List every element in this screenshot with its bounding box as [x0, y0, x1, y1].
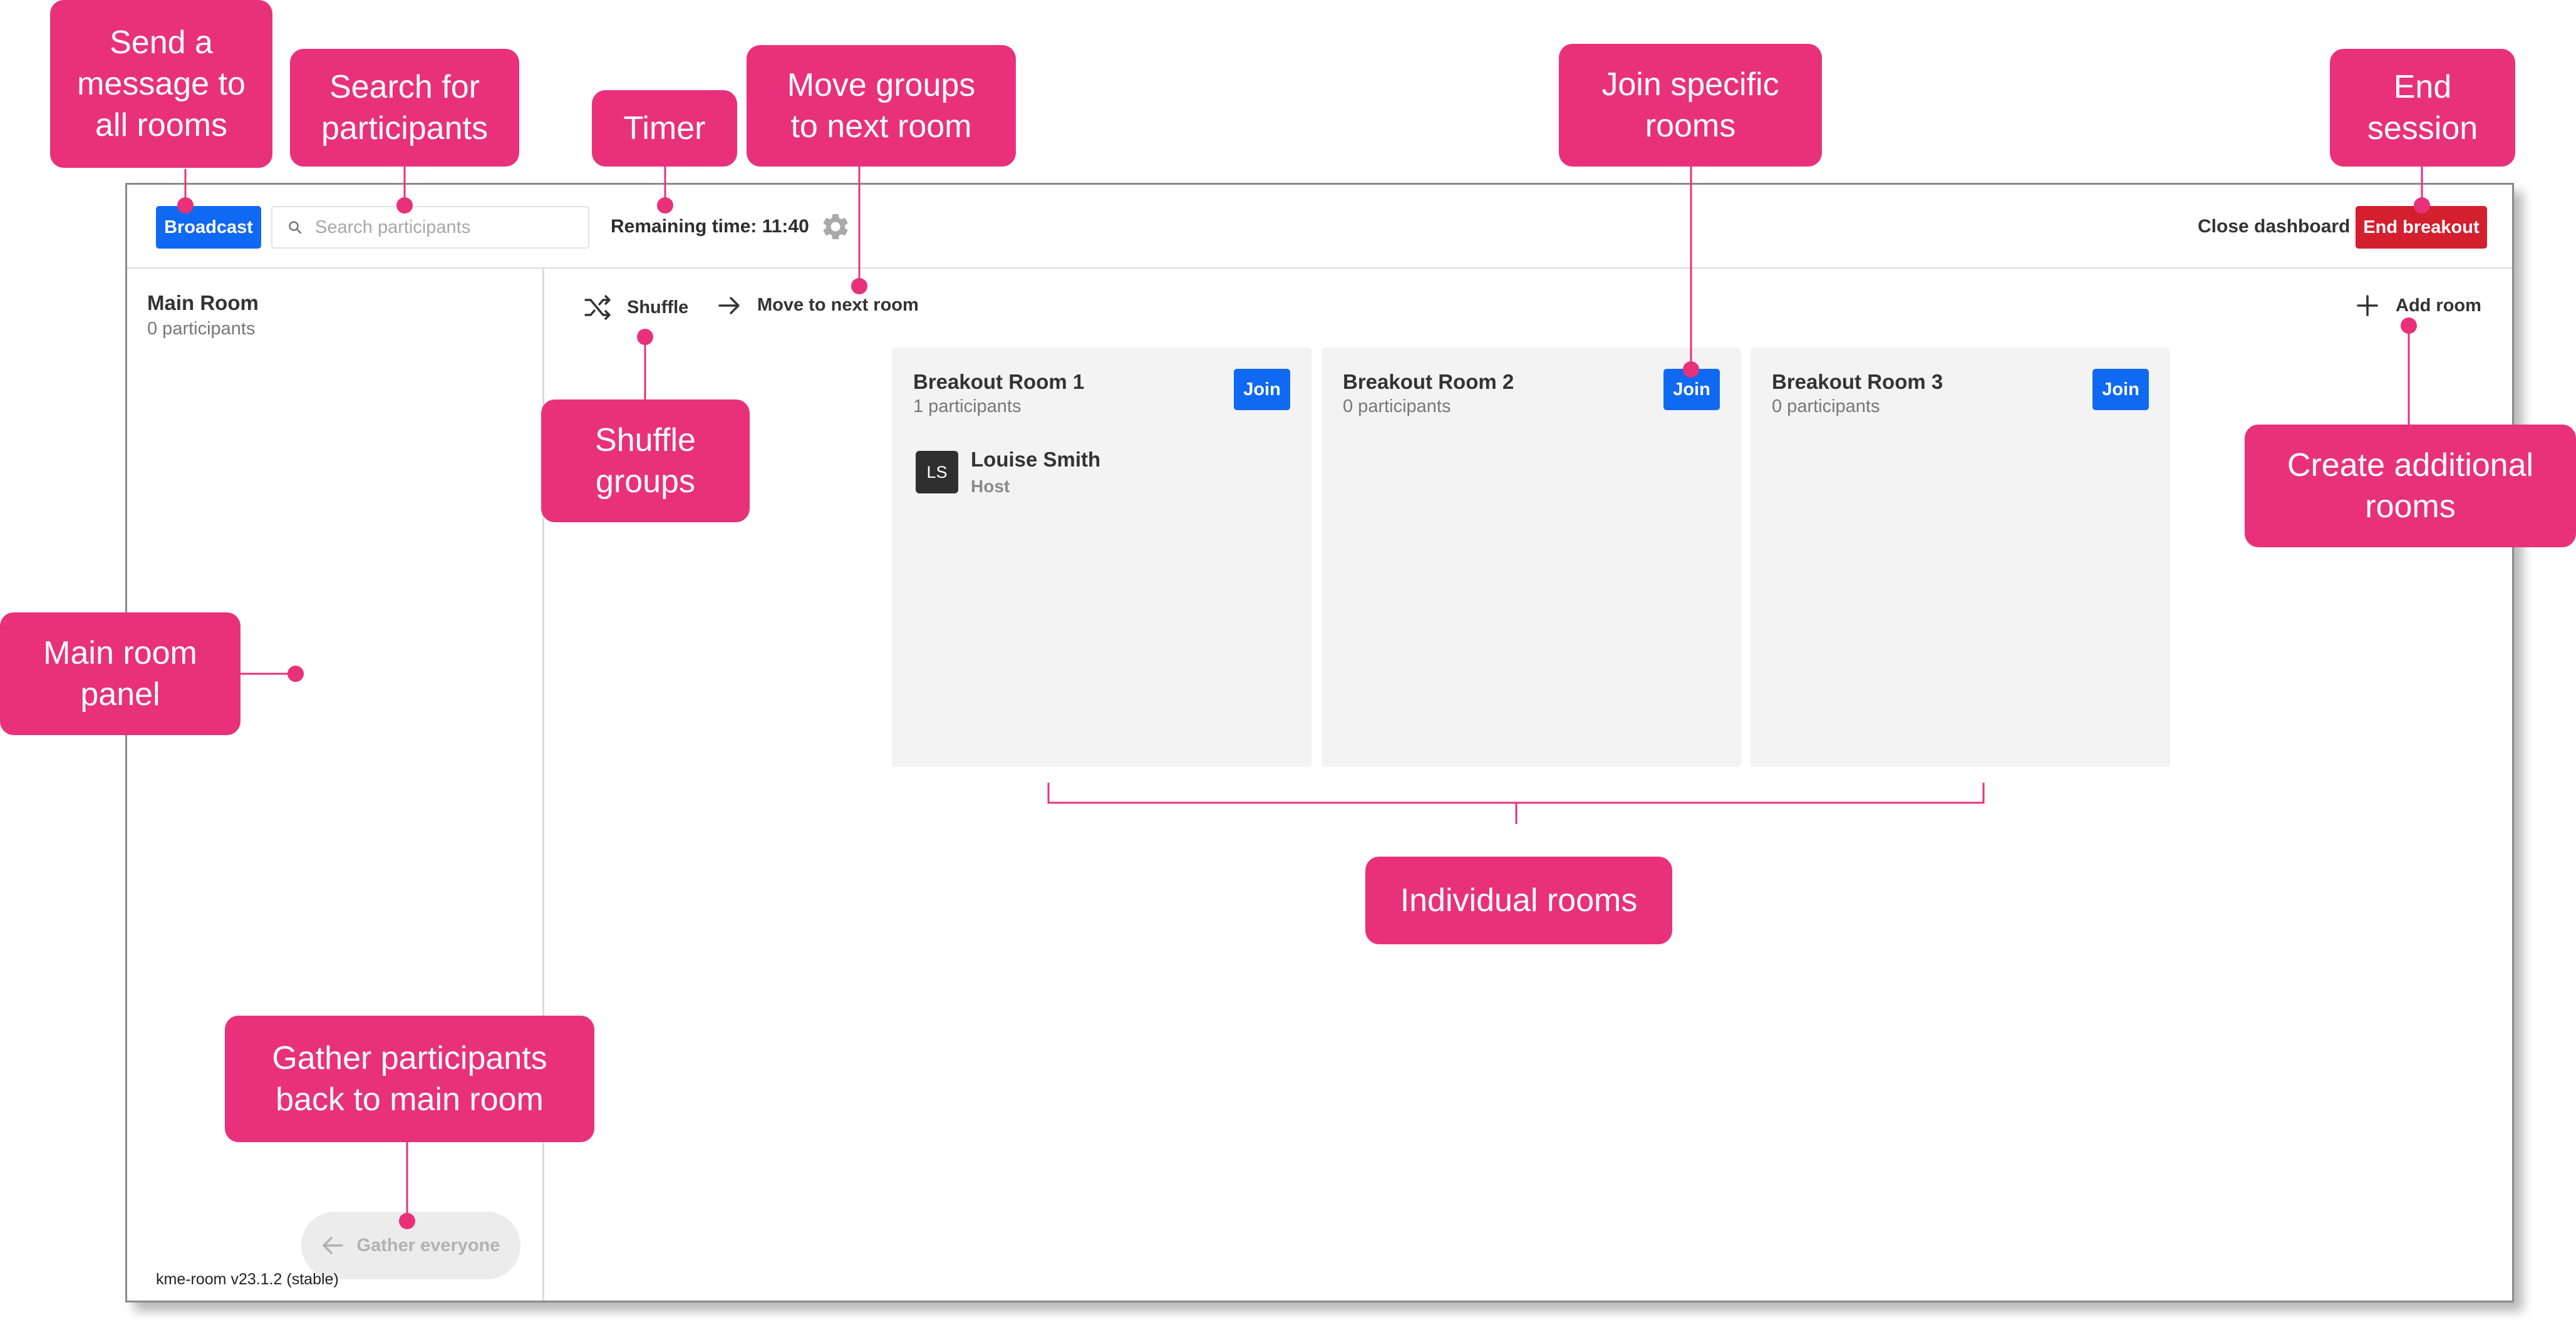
- main-room-title: Main Room: [147, 291, 259, 314]
- search-input[interactable]: [314, 216, 567, 239]
- callout-individual-rooms: Individual rooms: [1365, 857, 1672, 944]
- remaining-time: Remaining time: 11:40: [611, 216, 809, 237]
- callout-move-groups: Move groups to next room: [747, 45, 1016, 167]
- gather-everyone-label: Gather everyone: [356, 1235, 500, 1255]
- breakout-room-card: Breakout Room 1 1 participants Join LS L…: [892, 348, 1311, 767]
- main-room-panel: Main Room 0 participants Gather everyone…: [127, 269, 544, 1301]
- room-participant-count: 0 participants: [1772, 396, 1880, 416]
- participant-item[interactable]: LS Louise Smith Host: [916, 448, 1100, 497]
- breakout-room-card: Breakout Room 2 0 participants Join: [1322, 348, 1741, 767]
- avatar: LS: [916, 451, 958, 493]
- broadcast-button[interactable]: Broadcast: [156, 206, 261, 249]
- callout-main-room-panel: Main room panel: [0, 612, 241, 735]
- add-room-label: Add room: [2396, 295, 2481, 316]
- shuffle-icon: [584, 295, 611, 320]
- participant-name: Louise Smith: [971, 448, 1101, 471]
- room-title: Breakout Room 1: [913, 370, 1085, 393]
- callout-create-rooms: Create additional rooms: [2245, 425, 2576, 547]
- move-to-next-room-label: Move to next room: [757, 295, 919, 315]
- gather-everyone-button[interactable]: Gather everyone: [301, 1212, 520, 1279]
- arrow-left-icon: [322, 1237, 343, 1254]
- room-title: Breakout Room 3: [1772, 370, 1943, 393]
- close-dashboard-link[interactable]: Close dashboard: [2198, 216, 2351, 237]
- shuffle-button[interactable]: Shuffle: [584, 295, 688, 320]
- toolbar: Broadcast Remaining time: 11:40 Close da…: [127, 185, 2512, 269]
- move-to-next-room-button[interactable]: Move to next room: [718, 295, 919, 316]
- add-room-button[interactable]: Add room: [2357, 295, 2481, 316]
- callout-end-session: End session: [2330, 49, 2515, 167]
- callout-timer: Timer: [592, 90, 737, 167]
- arrow-right-icon: [718, 296, 740, 314]
- search-field[interactable]: [271, 206, 589, 249]
- shuffle-label: Shuffle: [627, 297, 689, 317]
- callout-search: Search for participants: [290, 49, 519, 167]
- gear-icon[interactable]: [820, 211, 851, 242]
- main-room-participant-count: 0 participants: [147, 319, 256, 339]
- breakout-room-card: Breakout Room 3 0 participants Join: [1751, 348, 2170, 767]
- version-label: kme-room v23.1.2 (stable): [156, 1271, 339, 1288]
- room-participant-count: 0 participants: [1343, 396, 1451, 416]
- callout-join-rooms: Join specific rooms: [1559, 44, 1822, 167]
- search-icon: [289, 221, 302, 234]
- room-participant-count: 1 participants: [913, 396, 1022, 416]
- join-room-button[interactable]: Join: [1663, 369, 1720, 410]
- join-room-button[interactable]: Join: [1234, 369, 1290, 410]
- room-title: Breakout Room 2: [1343, 370, 1514, 393]
- end-breakout-button[interactable]: End breakout: [2356, 206, 2487, 249]
- callout-broadcast: Send a message to all rooms: [50, 0, 272, 168]
- plus-icon: [2357, 295, 2378, 316]
- callout-gather: Gather participants back to main room: [225, 1016, 594, 1142]
- callout-shuffle: Shuffle groups: [541, 400, 750, 522]
- participant-role: Host: [971, 477, 1010, 496]
- join-room-button[interactable]: Join: [2092, 369, 2149, 410]
